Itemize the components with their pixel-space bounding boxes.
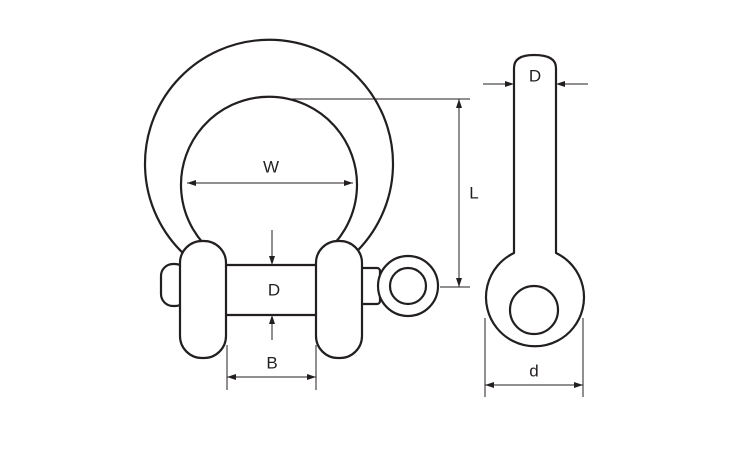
dimension-between-eyes — [226, 345, 317, 390]
label-l: L — [469, 184, 478, 203]
label-d-pin: D — [268, 281, 280, 300]
shackle-pin — [212, 263, 326, 317]
dimension-width — [187, 180, 353, 186]
label-d-side: D — [529, 67, 541, 86]
label-b: B — [266, 354, 277, 373]
label-w: W — [263, 158, 279, 177]
dimension-side-diameter — [483, 81, 588, 87]
side-view — [484, 53, 586, 348]
left-eye — [178, 239, 228, 360]
right-eye — [314, 239, 364, 360]
dimension-eye-diameter — [484, 318, 584, 397]
label-d-eye: d — [529, 362, 538, 381]
dimension-length — [287, 98, 470, 288]
dimension-pin-diameter — [269, 230, 275, 340]
shackle-bow — [143, 38, 395, 257]
pin-eye — [376, 254, 440, 318]
front-view — [143, 38, 440, 360]
side-profile — [484, 53, 586, 348]
